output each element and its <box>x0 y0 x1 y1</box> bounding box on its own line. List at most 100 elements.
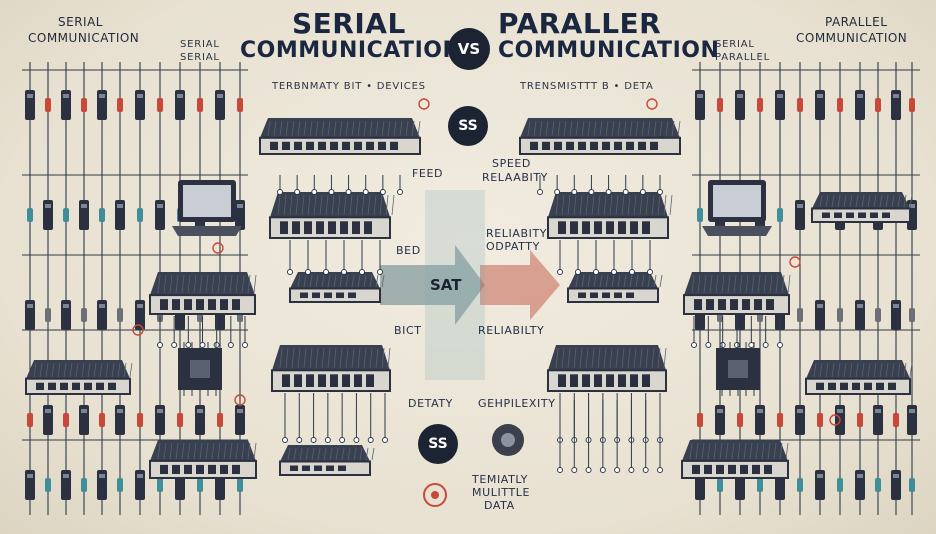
drop-node <box>588 189 595 195</box>
vent <box>87 362 91 378</box>
vent <box>785 442 789 460</box>
drop-node <box>593 269 599 275</box>
vent <box>229 274 233 294</box>
port <box>318 141 326 150</box>
vent <box>603 347 607 369</box>
vent <box>169 274 173 294</box>
vent <box>663 347 667 369</box>
plug-tip <box>197 98 203 112</box>
vent <box>163 442 167 460</box>
drop-node <box>777 342 783 348</box>
vent <box>81 362 85 378</box>
vent <box>405 120 409 137</box>
laptop-left-keyboard <box>172 226 242 236</box>
port <box>294 141 302 150</box>
vent <box>411 120 415 137</box>
port <box>730 299 738 310</box>
connector-led <box>909 409 915 413</box>
vent <box>825 194 829 208</box>
vent <box>641 274 645 288</box>
vent <box>333 120 337 137</box>
connector-led <box>893 94 899 98</box>
vent <box>855 362 859 378</box>
label-bict: BICT <box>394 324 422 337</box>
right-title-1: PARALLER <box>498 7 662 40</box>
corner-label-right-2: COMMUNICATION <box>796 31 908 45</box>
vent <box>51 362 55 378</box>
vent <box>587 120 591 137</box>
vs-badge: VS <box>448 28 490 70</box>
vent <box>695 442 699 460</box>
right-small-tag-2: PARALLEL <box>715 52 771 63</box>
vent <box>63 362 67 378</box>
vent <box>339 347 343 369</box>
port <box>578 292 586 298</box>
vent <box>235 274 239 294</box>
port <box>338 465 346 471</box>
port <box>318 374 326 387</box>
chip-right-core <box>728 360 748 378</box>
vent <box>199 442 203 460</box>
port <box>590 141 598 150</box>
vent <box>357 347 361 369</box>
vent <box>175 442 179 460</box>
plug-tip <box>45 308 51 322</box>
connector-led <box>137 474 143 478</box>
drop-node <box>367 437 374 443</box>
vent <box>351 274 355 288</box>
vent <box>353 447 357 461</box>
panel-right-front <box>567 287 659 303</box>
port <box>160 299 168 310</box>
plug-tip <box>63 208 69 222</box>
vent <box>579 194 583 216</box>
vent <box>617 120 621 137</box>
plug-tip <box>117 98 123 112</box>
plug-tip <box>797 478 803 492</box>
vent <box>567 347 571 369</box>
vent <box>393 120 397 137</box>
port <box>888 382 896 390</box>
port <box>650 141 658 150</box>
drop-node <box>557 467 563 473</box>
vent <box>659 274 663 288</box>
vent <box>563 120 567 137</box>
decor-circle <box>646 98 658 110</box>
port <box>834 212 842 218</box>
connector-led <box>81 204 87 208</box>
vent <box>343 194 347 216</box>
label-gehpilexity: GEHPILEXITY <box>478 397 556 410</box>
plug-tip <box>137 208 143 222</box>
label-speed: SPEED <box>492 157 531 170</box>
vent <box>615 347 619 369</box>
vent <box>217 274 221 294</box>
vent <box>831 362 835 378</box>
connector-led <box>893 304 899 308</box>
vent <box>605 120 609 137</box>
port <box>302 465 310 471</box>
vent <box>551 120 555 137</box>
vent <box>603 194 607 216</box>
vent <box>291 120 295 137</box>
port <box>742 299 750 310</box>
vent <box>555 347 559 369</box>
vent <box>897 362 901 378</box>
vent <box>611 120 615 137</box>
vent <box>555 194 559 216</box>
port <box>220 299 228 310</box>
drop-node <box>339 437 346 443</box>
vent <box>615 194 619 216</box>
vent <box>375 347 379 369</box>
drop-node <box>657 189 663 195</box>
port <box>290 465 298 471</box>
port <box>692 464 700 474</box>
vent <box>295 194 299 216</box>
vent <box>739 274 743 294</box>
label-mulittle: MULITTLE <box>472 486 531 499</box>
drop-node <box>171 342 178 348</box>
drop-node <box>345 189 352 195</box>
vent <box>309 274 313 288</box>
port <box>390 141 398 150</box>
vent <box>575 274 579 288</box>
vent <box>533 120 537 137</box>
